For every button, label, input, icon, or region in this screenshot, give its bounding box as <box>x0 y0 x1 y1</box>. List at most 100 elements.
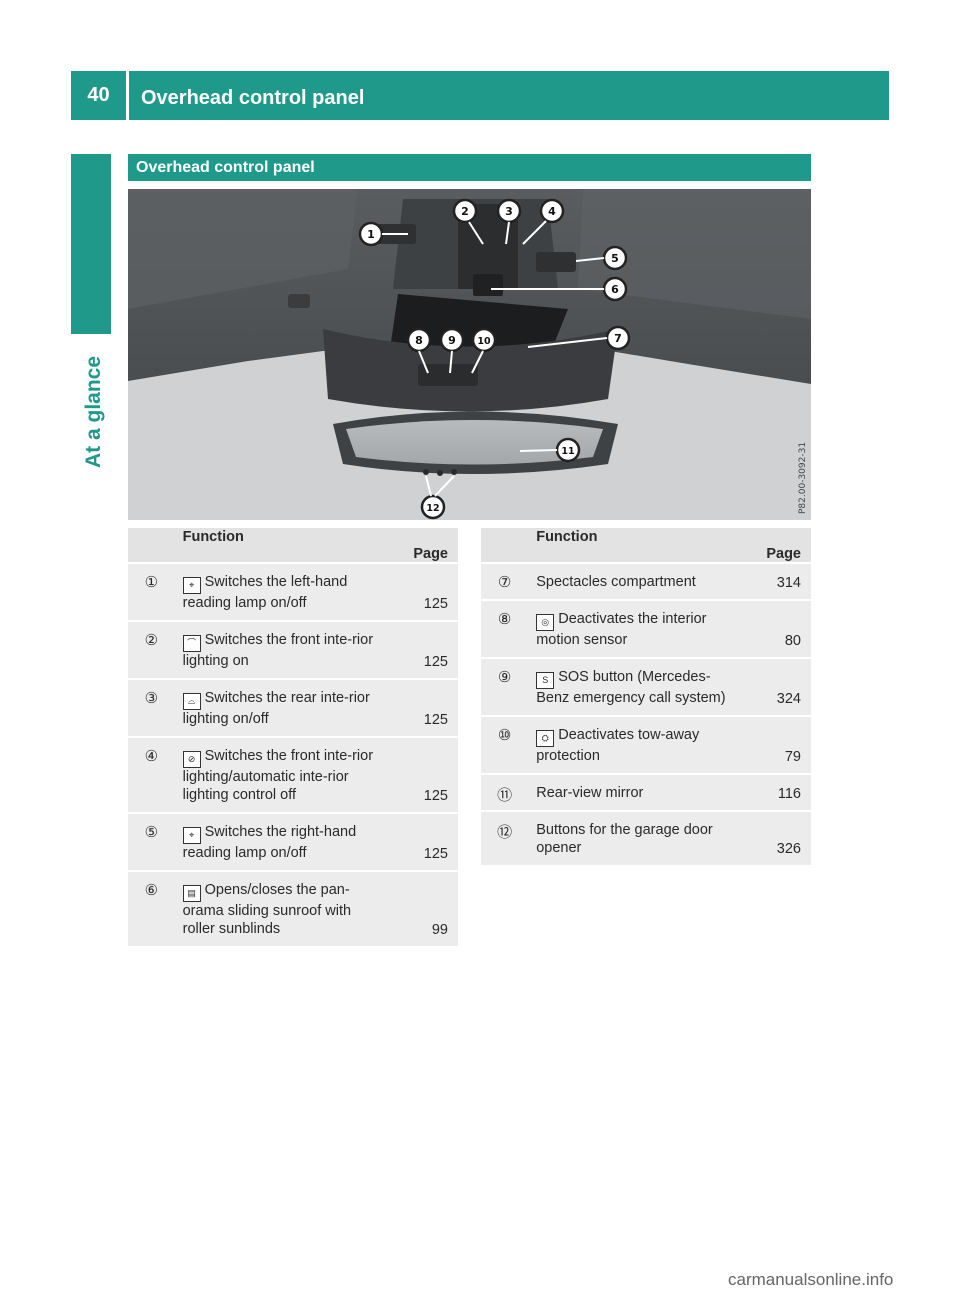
row-page: 324 <box>740 657 811 716</box>
row-function-text: Switches the left-hand reading lamp on/o… <box>182 574 348 611</box>
row-page: 125 <box>387 812 458 871</box>
row-function-text: Switches the right-hand reading lamp on/… <box>182 824 357 861</box>
row-page: 326 <box>740 810 811 865</box>
overhead-panel-photo: 1 2 3 4 5 6 7 8 9 10 11 12 P82.00-3092-3… <box>128 189 811 520</box>
row-function-text: Deactivates the interior motion sensor <box>536 611 707 648</box>
row-number: ⑥ <box>128 870 175 946</box>
row-function-text: Opens/closes the pan-orama sliding sunro… <box>182 882 352 937</box>
row-page: 314 <box>740 562 811 600</box>
row-function: ⌒Switches the front inte-rior lighting o… <box>174 620 388 679</box>
table-row: ⑪ Rear-view mirror 116 <box>481 773 811 811</box>
motion-sensor-off-icon: ◎ <box>536 614 555 631</box>
callout-8: 8 <box>415 334 423 347</box>
page-number: 40 <box>87 84 110 106</box>
sos-icon: S <box>536 672 555 689</box>
row-number: ⑨ <box>481 657 529 716</box>
row-page: 79 <box>740 715 811 774</box>
row-function-text: Buttons for the garage door opener <box>536 822 713 856</box>
callout-12: 12 <box>426 503 439 514</box>
row-page: 125 <box>387 736 458 813</box>
section-header: Overhead control panel <box>128 154 811 181</box>
row-function: Buttons for the garage door opener <box>528 810 741 865</box>
callout-7: 7 <box>614 332 622 345</box>
header-num <box>128 528 175 563</box>
callout-1: 1 <box>367 228 375 241</box>
sunroof-icon: ▤ <box>182 885 201 902</box>
row-number: ③ <box>128 678 175 737</box>
row-number: ① <box>128 562 175 621</box>
row-page: 80 <box>740 599 811 658</box>
row-page: 125 <box>387 562 458 621</box>
row-function-text: Switches the front inte-rior lighting on <box>182 632 374 669</box>
interior-light-off-icon: ⊘ <box>182 751 201 768</box>
callout-3: 3 <box>505 205 513 218</box>
row-function-text: Switches the front inte-rior lighting/au… <box>182 748 374 803</box>
row-page: 125 <box>387 620 458 679</box>
function-table-right: Function Page ⑦ Spectacles compartment 314… <box>481 528 811 865</box>
reading-lamp-icon: ⌖ <box>182 827 201 844</box>
table-row: ②⌒Switches the front inte-rior lighting … <box>128 620 458 679</box>
callout-9: 9 <box>448 334 456 347</box>
callout-4: 4 <box>548 205 556 218</box>
row-function: ◎Deactivates the interior motion sensor <box>528 599 741 658</box>
row-page: 116 <box>740 773 811 811</box>
side-tab <box>71 154 111 334</box>
watermark: carmanualsonline.info <box>728 1270 894 1289</box>
row-function: ⊘Switches the front inte-rior lighting/a… <box>174 736 388 813</box>
table-row: ③⌓Switches the rear inte-rior lighting o… <box>128 678 458 737</box>
row-page: 125 <box>387 678 458 737</box>
section-title: Overhead control panel <box>136 159 315 176</box>
row-page: 99 <box>387 870 458 946</box>
header-function: Function <box>174 528 388 563</box>
table-row: ⑥▤Opens/closes the pan-orama sliding sun… <box>128 870 458 946</box>
callout-10: 10 <box>477 336 491 347</box>
row-function-text: Spectacles compartment <box>536 574 696 590</box>
row-function: Rear-view mirror <box>528 773 741 811</box>
table-row: ⑧◎Deactivates the interior motion sensor… <box>481 599 811 658</box>
reading-lamp-icon: ⌖ <box>182 577 201 594</box>
rear-interior-light-icon: ⌓ <box>182 693 201 710</box>
row-function: ⌓Switches the rear inte-rior lighting on… <box>174 678 388 737</box>
header-function: Function <box>528 528 741 563</box>
row-function-text: SOS button (Mercedes-Benz emergency call… <box>536 669 726 706</box>
header-divider <box>126 71 129 120</box>
table-row: ⑤⌖Switches the right-hand reading lamp o… <box>128 812 458 871</box>
row-number: ⑧ <box>481 599 529 658</box>
side-label: At a glance <box>82 338 112 468</box>
table-row: ④⊘Switches the front inte-rior lighting/… <box>128 736 458 813</box>
row-number: ⑤ <box>128 812 175 871</box>
header-num <box>481 528 529 563</box>
row-number: ⑩ <box>481 715 529 774</box>
page-title: Overhead control panel <box>141 87 365 109</box>
table-row: ⑦ Spectacles compartment 314 <box>481 562 811 600</box>
row-function: ⛭Deactivates tow-away protection <box>528 715 741 774</box>
row-number: ⑪ <box>481 773 529 811</box>
front-interior-light-icon: ⌒ <box>182 635 201 652</box>
callout-5: 5 <box>611 252 619 265</box>
side-label-text: At a glance <box>82 355 105 468</box>
tow-away-off-icon: ⛭ <box>536 730 555 747</box>
table-row: ①⌖Switches the left-hand reading lamp on… <box>128 562 458 621</box>
row-function: Spectacles compartment <box>528 562 741 600</box>
callout-2: 2 <box>461 205 469 218</box>
row-function-text: Deactivates tow-away protection <box>536 727 700 764</box>
header-page: Page <box>387 528 458 563</box>
row-function: ⌖Switches the right-hand reading lamp on… <box>174 812 388 871</box>
callout-11: 11 <box>561 446 574 457</box>
function-table-left: Function Page ①⌖Switches the left-hand r… <box>128 528 458 946</box>
row-function: ⌖Switches the left-hand reading lamp on/… <box>174 562 388 621</box>
row-function: ▤Opens/closes the pan-orama sliding sunr… <box>174 870 388 946</box>
callout-6: 6 <box>611 283 619 296</box>
row-number: ② <box>128 620 175 679</box>
row-number: ⑫ <box>481 810 529 865</box>
row-number: ④ <box>128 736 175 813</box>
row-function-text: Switches the rear inte-rior lighting on/… <box>182 690 370 727</box>
page-header-bar: 40 Overhead control panel <box>71 71 889 120</box>
row-number: ⑦ <box>481 562 529 600</box>
row-function-text: Rear-view mirror <box>536 785 644 801</box>
header-page: Page <box>740 528 811 563</box>
